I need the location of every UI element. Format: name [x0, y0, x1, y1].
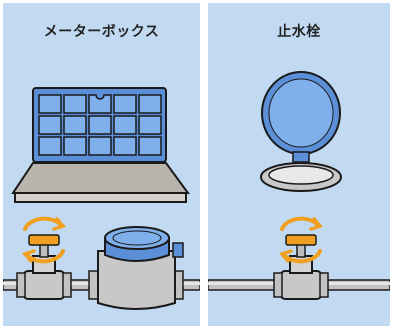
panel-title-stop-valve: 止水栓 — [277, 24, 321, 40]
meter-box-illustration — [3, 87, 200, 310]
panel-title-meter-box: メーターボックス — [43, 24, 160, 40]
valve-handle-icon — [28, 234, 60, 246]
panel-meter-box: メーターボックス — [3, 3, 200, 326]
valve-handle-icon — [285, 234, 317, 246]
stop-valve-ring — [260, 162, 342, 192]
gate-valve — [273, 242, 329, 300]
water-meter-icon — [88, 226, 184, 310]
rotation-arrow-icon — [278, 216, 324, 264]
stop-valve-illustration — [208, 71, 390, 300]
meter-box-lid-icon — [32, 87, 167, 163]
meter-box-base — [11, 162, 190, 203]
stop-valve-lid-icon — [261, 71, 341, 163]
panel-stop-valve: 止水栓 — [208, 3, 390, 326]
rotation-arrow-icon — [21, 216, 67, 264]
